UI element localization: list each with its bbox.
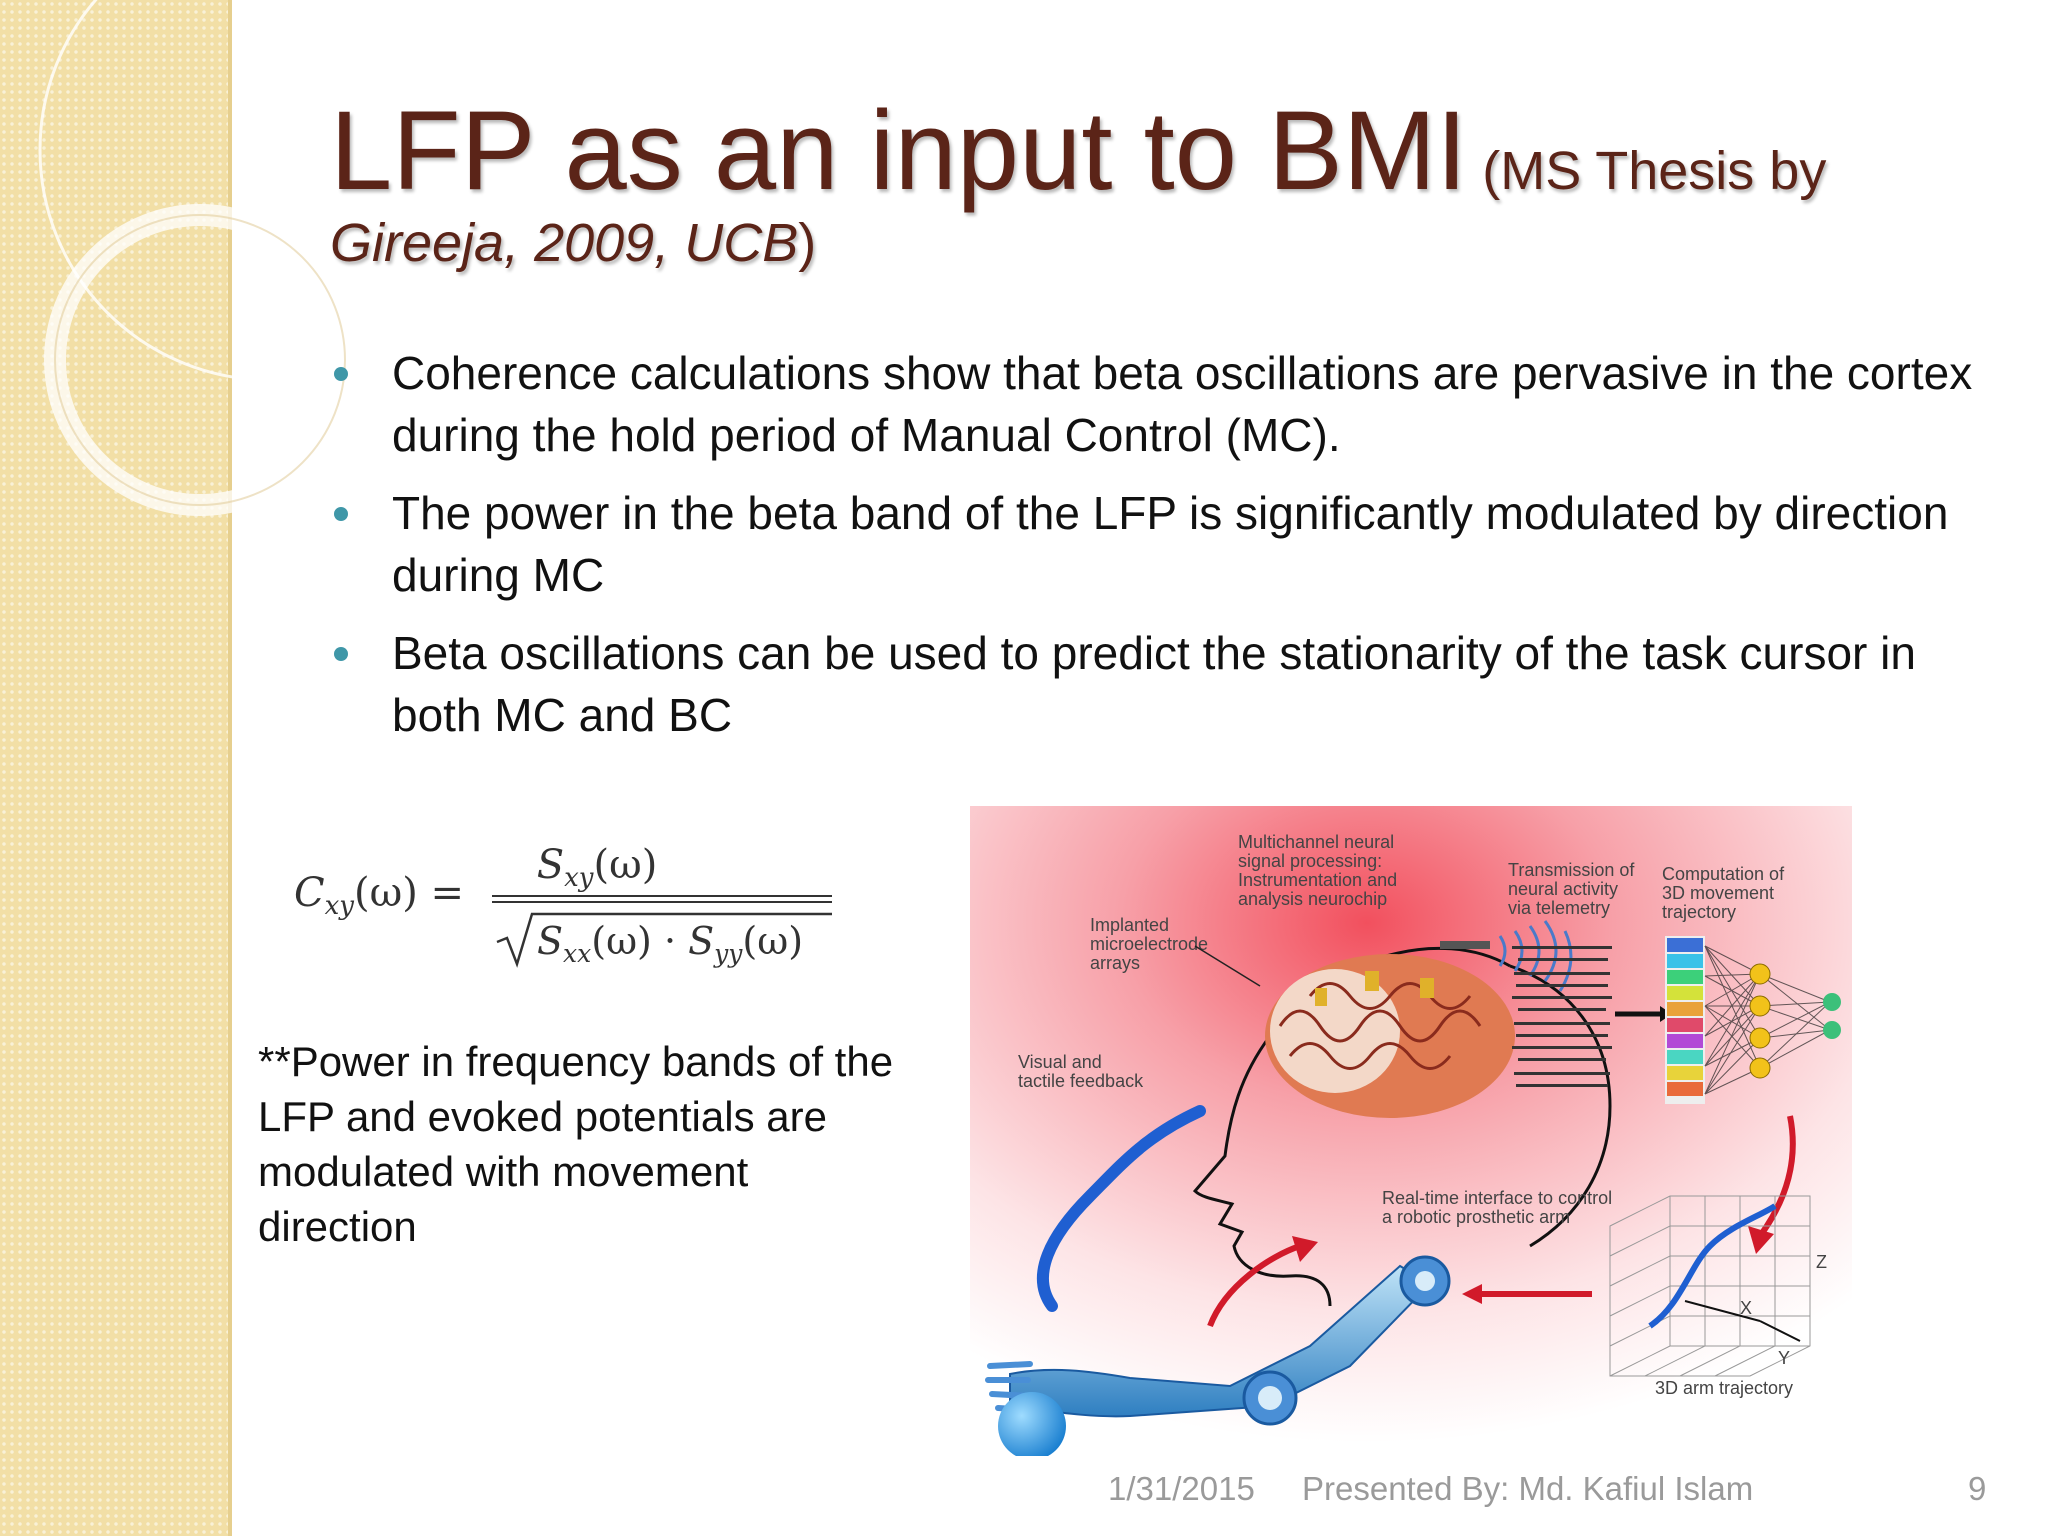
page-number: 9: [1968, 1470, 1987, 1507]
bullet-text: Coherence calculations show that beta os…: [392, 347, 1973, 461]
title-citation-italic: Gireeja, 2009, UCB: [330, 213, 799, 274]
bullet-text: Beta oscillations can be used to predict…: [392, 627, 1916, 741]
label-visual-feedback: Visual and tactile feedback: [1018, 1052, 1144, 1091]
label-transmission: Transmission of neural activity via tele…: [1508, 860, 1639, 918]
bullet-dot-icon: [334, 367, 348, 381]
formula-numerator-arg: (ω): [593, 842, 657, 888]
formula-numerator-sub: xy: [564, 863, 594, 893]
bullet-item: Coherence calculations show that beta os…: [330, 342, 1990, 466]
footer-presenter: Presented By: Md. Kafiul Islam: [1302, 1470, 1754, 1507]
coherence-formula: Cxy(ω) = Sxy(ω) Sxx(ω) · Syy(ω): [294, 842, 832, 968]
note-text: **Power in frequency bands of the LFP an…: [258, 1038, 894, 1250]
trajectory-box: [1609, 1195, 1811, 1377]
title-main: LFP as an input to BMI: [330, 88, 1468, 213]
formula-den-s1-sub: xx: [563, 939, 591, 968]
label-realtime: Real-time interface to control a robotic…: [1382, 1188, 1617, 1227]
bullet-dot-icon: [334, 507, 348, 521]
signal-grid: [1665, 936, 1705, 1104]
label-multichannel: Multichannel neural signal processing: I…: [1238, 832, 1402, 909]
feedback-arrow: [1207, 1243, 1301, 1328]
footer-date: 1/31/2015: [1108, 1470, 1255, 1507]
svg-text:Cxy(ω) =: Cxy(ω) =: [294, 870, 464, 921]
prosthetic-arm: [985, 1255, 1451, 1426]
formula-den-s2: S: [688, 919, 714, 963]
formula-lhs-arg: (ω) =: [354, 870, 464, 916]
formula-lhs-sub: xy: [325, 891, 355, 921]
svg-text:Sxy(ω): Sxy(ω): [537, 842, 658, 893]
formula-den-s2-sub: yy: [713, 939, 743, 968]
axis-y-label: Y: [1778, 1348, 1790, 1368]
label-implanted: Implanted microelectrode arrays: [1090, 915, 1213, 973]
formula-den-s1-arg: (ω) ·: [591, 919, 688, 963]
formula-lhs: C: [294, 870, 325, 916]
bmi-diagram: Multichannel neural signal processing: I…: [970, 806, 1852, 1456]
axis-x-label: X: [1740, 1298, 1752, 1318]
ball: [998, 1392, 1066, 1456]
slide-title: LFP as an input to BMI (MS Thesis by Gir…: [330, 88, 1970, 274]
formula-numerator: S: [537, 842, 564, 888]
bullet-dot-icon: [334, 647, 348, 661]
bullet-item: Beta oscillations can be used to predict…: [330, 622, 1990, 746]
formula-den-s2-arg: (ω): [742, 919, 803, 963]
decorative-sidebar: [0, 0, 232, 1536]
svg-text:Sxx(ω) · Syy(ω): Sxx(ω) · Syy(ω): [537, 919, 803, 968]
diagram-background: [970, 806, 1852, 1456]
axis-z-label: Z: [1816, 1252, 1827, 1272]
label-computation: Computation of 3D movement trajectory: [1662, 864, 1789, 922]
title-citation-close: ): [798, 213, 817, 274]
bullet-item: The power in the beta band of the LFP is…: [330, 482, 1990, 606]
label-arm-trajectory: 3D arm trajectory: [1655, 1378, 1793, 1398]
formula-den-s1: S: [537, 919, 563, 963]
bullet-text: The power in the beta band of the LFP is…: [392, 487, 1949, 601]
bullet-list: Coherence calculations show that beta os…: [330, 342, 1990, 762]
title-citation-open: (MS Thesis by: [1467, 141, 1827, 201]
